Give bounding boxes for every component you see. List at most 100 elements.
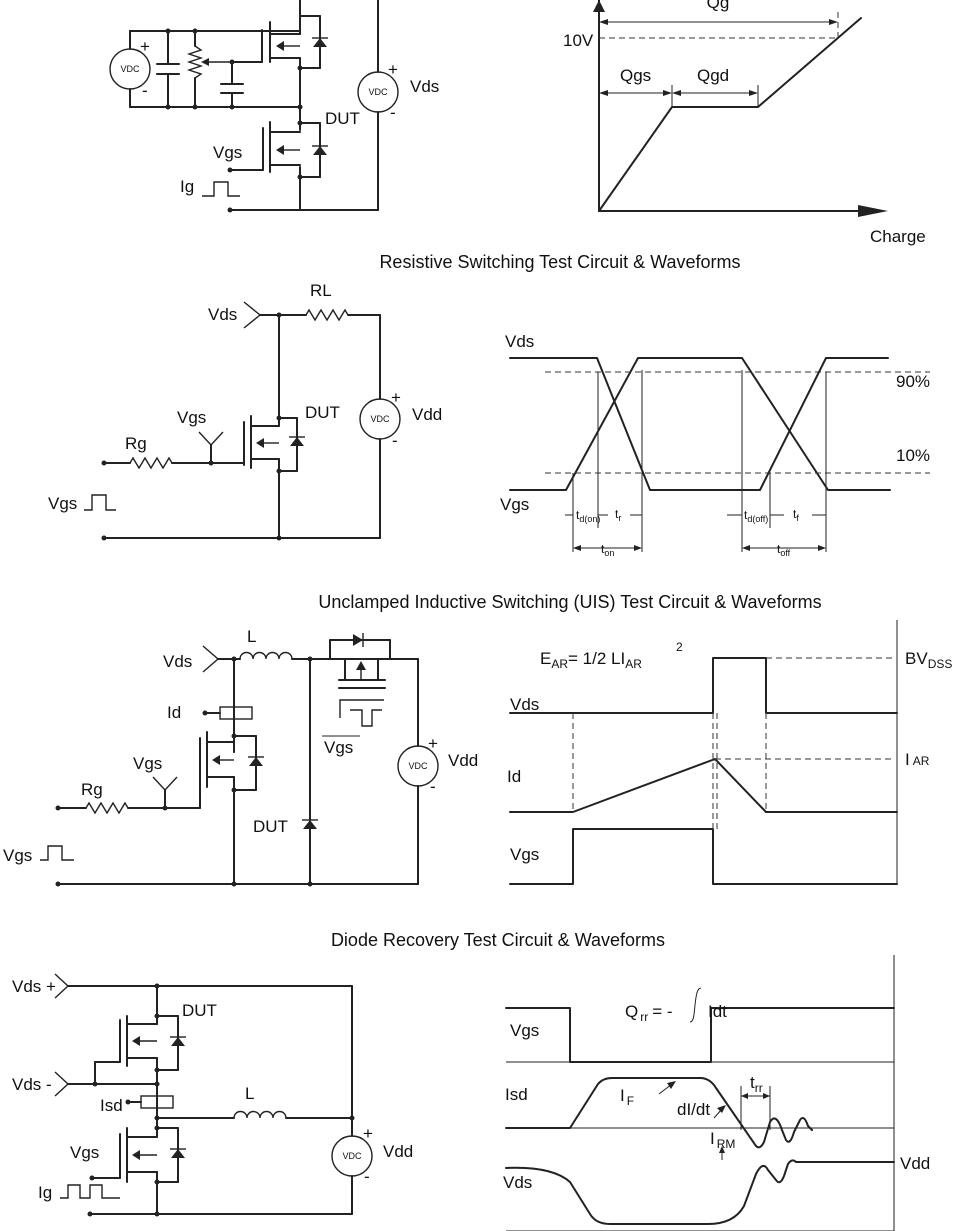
uis-l-label: L (247, 627, 256, 646)
dr-integral-icon (689, 987, 702, 1023)
vdc-source-2 (357, 71, 399, 113)
dr-vds-minus-terminal (54, 1071, 70, 1097)
vdc-source-2-label: VDC (368, 87, 388, 97)
res-ton-label: ton (601, 542, 614, 558)
res-tf-label: tf (793, 507, 799, 523)
gc-dut-label: DUT (325, 109, 360, 128)
dr-didt-label: dI/dt (677, 1100, 710, 1119)
gc-x-arrow-icon (858, 205, 888, 217)
dr-wave-vgs-label: Vgs (510, 1021, 539, 1040)
uis-vds-label: Vds (163, 652, 192, 671)
dr-vds-plus-label: Vds + (12, 977, 56, 996)
dr-wave-vdd-label: Vdd (900, 1154, 930, 1173)
res-vgs-pulse-label: Vgs (48, 494, 77, 513)
uis-gate-bracket (339, 699, 384, 718)
res-vgs-terminal (198, 431, 224, 447)
dr-vdd-label: Vdd (383, 1142, 413, 1161)
uis-vdd-label: Vdd (448, 751, 478, 770)
dr-vdc-label: VDC (342, 1151, 362, 1161)
gc-charge-label: Charge (870, 227, 926, 246)
res-90-label: 90% (896, 372, 930, 391)
dr-isd-wave (505, 1077, 813, 1149)
gate-charge-waveform: Qg 10V Qgs Qgd Charge (563, 0, 926, 246)
res-wave-vgs-label: Vgs (500, 495, 529, 514)
dr-l-label: L (245, 1084, 254, 1103)
res-rl-label: RL (310, 281, 332, 300)
res-td-off-label: td(off) (744, 508, 768, 524)
dr-wave-vds-label: Vds (503, 1173, 532, 1192)
res-plus: + (391, 388, 401, 407)
uis-inductor (239, 651, 293, 660)
dr-dut-label: DUT (182, 1001, 217, 1020)
uis-vgs-input-label: Vgs (133, 754, 162, 773)
res-wave-vds-label: Vds (505, 332, 534, 351)
uis-bvdss-label: BVDSS (905, 649, 952, 671)
dr-vds-plus-terminal (54, 973, 70, 999)
gc-ig-label: Ig (180, 177, 194, 196)
res-vdc-label: VDC (370, 414, 390, 424)
uis-vgs-wave (509, 828, 898, 885)
gc-charge-curve (598, 17, 862, 212)
potentiometer (186, 45, 204, 79)
gc-qg-label: Qg (707, 0, 730, 12)
uis-vds-wave (509, 657, 898, 714)
uis-id-label: Id (167, 703, 181, 722)
gc-vds-plus: + (388, 60, 398, 79)
uis-current-sensor (219, 706, 253, 720)
res-rg-resistor (129, 456, 173, 470)
uis-pulse-icon (40, 845, 74, 861)
uis-clamp-pulse-icon (350, 709, 382, 727)
dr-inductor (233, 1110, 287, 1119)
res-minus: - (392, 431, 398, 450)
dr-vds-minus-label: Vds - (12, 1075, 52, 1094)
gc-y-arrow-icon (593, 0, 605, 12)
gc-vds-label: Vds (410, 77, 439, 96)
gc-10v-label: 10V (563, 31, 594, 50)
gc-vds-minus: - (390, 103, 396, 122)
uis-wave-vds-label: Vds (510, 695, 539, 714)
gate-charge-circuit: VDC + - DUT Vgs (109, 0, 439, 213)
uis-vdc-source (397, 745, 439, 787)
res-vds-label: Vds (208, 305, 237, 324)
uis-wave-vgs-label: Vgs (510, 845, 539, 864)
dr-minus: - (364, 1167, 370, 1186)
uis-dut-label: DUT (253, 817, 288, 836)
dr-isd-label: Isd (100, 1096, 123, 1115)
res-rl-resistor (305, 308, 349, 322)
res-vds-terminal (243, 301, 262, 329)
vdc-source-1-label: VDC (120, 64, 140, 74)
vdc-source-1 (109, 48, 151, 90)
uis-wave-id-label: Id (507, 767, 521, 786)
uis-vgs-pulse-label: Vgs (3, 846, 32, 865)
gc-qgd-label: Qgd (697, 66, 729, 85)
dr-current-sensor (140, 1095, 174, 1109)
dr-trr-label: trr (750, 1073, 763, 1095)
res-td-on-label: td(on) (576, 508, 600, 524)
dr-plus: + (363, 1124, 373, 1143)
uis-vdc-label: VDC (408, 761, 428, 771)
res-10-label: 10% (896, 446, 930, 465)
resistive-waveform: Vds Vgs 90% 10% td(on) tr ton td(off) tf… (500, 332, 930, 558)
uis-circuit: VDC + - Vds L Id Vgs Rg Vgs DUT Vgs Vdd (3, 627, 478, 887)
gc-qgs-label: Qgs (620, 66, 651, 85)
uis-rg-resistor (85, 801, 129, 815)
res-dut-label: DUT (305, 403, 340, 422)
uis-plus: + (428, 734, 438, 753)
res-tr-label: tr (615, 507, 621, 523)
res-vgs-input-label: Vgs (177, 408, 206, 427)
dr-vgs-wave (505, 1007, 895, 1063)
uis-rg-label: Rg (81, 780, 103, 799)
uis-vds-terminal (202, 645, 220, 673)
res-toff-label: toff (777, 542, 791, 558)
resistive-section-title: Resistive Switching Test Circuit & Wavef… (379, 252, 740, 272)
gc-vgs-label: Vgs (213, 143, 242, 162)
uis-vgs-terminal (152, 776, 178, 792)
